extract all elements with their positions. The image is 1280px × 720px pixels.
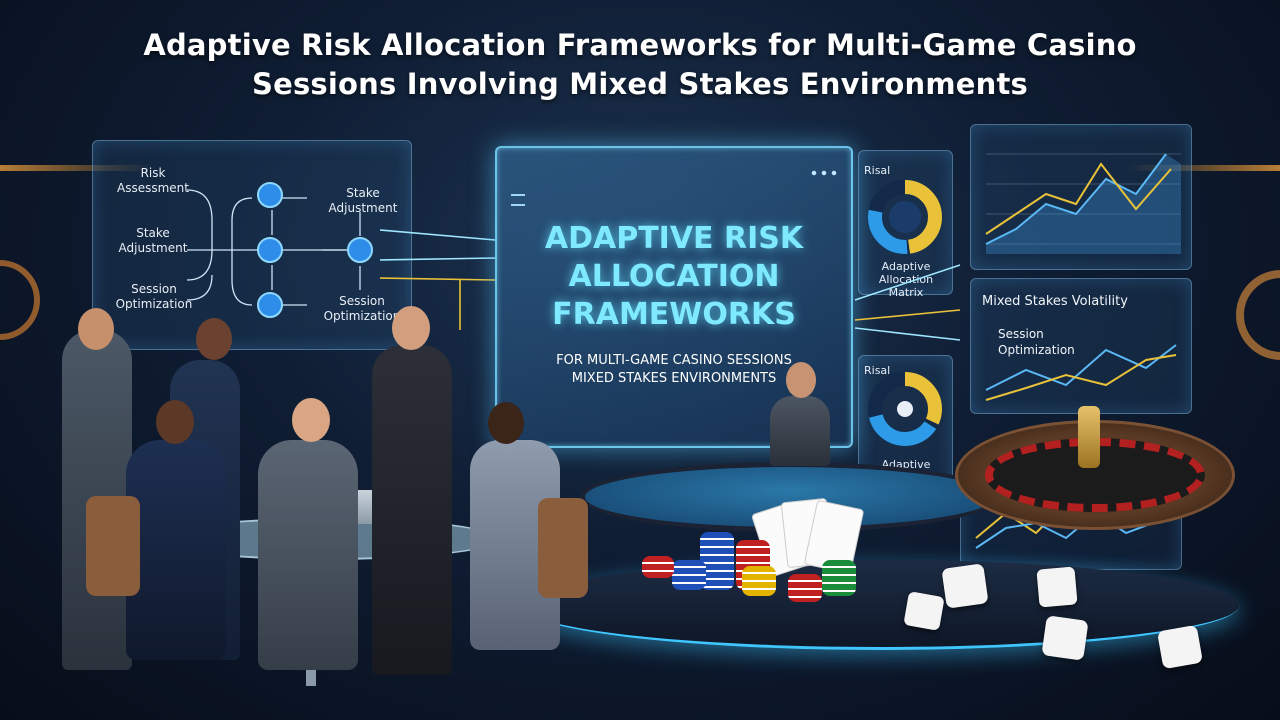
donut-chart-bottom	[868, 372, 942, 446]
screen-menu-icon	[511, 194, 525, 206]
flow-node-1	[257, 182, 283, 208]
matrix-arrows	[854, 264, 961, 341]
person-seated-center-head	[292, 398, 330, 442]
title-line-1: Adaptive Risk Allocation Frameworks for …	[143, 28, 1137, 62]
dealer	[770, 396, 830, 466]
donut-chart-top	[868, 180, 942, 254]
dealer-head	[786, 362, 816, 398]
person-standing-left-head	[78, 308, 114, 350]
volatility-chart-label: Mixed Stakes Volatility	[982, 294, 1128, 309]
line-chart-top	[985, 153, 1181, 254]
person-standing-back-head	[196, 318, 232, 360]
flow-label-stake-right: Stake Adjustment	[328, 186, 398, 215]
left-wall-ring	[0, 260, 40, 340]
line-chart-panel-middle	[970, 278, 1192, 414]
chip-stack-yellow	[742, 566, 776, 596]
chip-stack-green	[822, 560, 856, 596]
page-title: Adaptive Risk Allocation Frameworks for …	[0, 26, 1280, 104]
roulette-spindle	[1078, 406, 1100, 468]
flow-label-session: Session Optimization	[115, 282, 193, 311]
flow-label-stake: Stake Adjustment	[118, 226, 188, 255]
person-seated-center	[258, 440, 358, 670]
matrix-bottom-label: Risal	[864, 364, 891, 377]
matrix-top-caption: Adaptive Allocation Matrix	[878, 260, 934, 299]
screen-subtitle: FOR MULTI-GAME CASINO SESSIONS MIXED STA…	[556, 353, 792, 386]
session-chart-label: Session Optimization	[998, 327, 1075, 357]
flow-node-4	[347, 237, 373, 263]
title-line-2: Sessions Involving Mixed Stakes Environm…	[252, 67, 1028, 101]
flow-label-risk: Risk Assessment	[117, 166, 189, 195]
flow-node-2	[257, 237, 283, 263]
die-1	[941, 563, 989, 609]
gaming-platform	[520, 560, 1240, 650]
screen-dots-icon	[809, 170, 839, 176]
line-chart-middle	[985, 344, 1177, 401]
right-wall-ring	[1236, 270, 1280, 360]
die-2	[903, 591, 945, 631]
person-seated-left	[126, 440, 226, 660]
die-5	[1157, 624, 1203, 670]
chair-left	[86, 496, 140, 596]
matrix-top-label: Risal	[864, 164, 891, 177]
die-4	[1041, 615, 1089, 661]
chip-stack-blue-2	[672, 560, 706, 590]
flow-label-session-right: Session Optimization	[323, 294, 401, 323]
screen-title: ADAPTIVE RISK ALLOCATION FRAMEWORKS	[544, 221, 804, 332]
flow-node-3	[257, 292, 283, 318]
chip-stack-red-3	[642, 556, 674, 578]
chip-stack-red-2	[788, 574, 822, 602]
flow-diagram-lines	[186, 182, 373, 318]
presenter-head	[392, 306, 430, 350]
person-seated-right-head	[488, 402, 524, 444]
connector-lines	[380, 229, 496, 330]
die-3	[1036, 566, 1078, 608]
chair-right	[538, 498, 588, 598]
presenter	[372, 345, 452, 675]
person-seated-left-head	[156, 400, 194, 444]
